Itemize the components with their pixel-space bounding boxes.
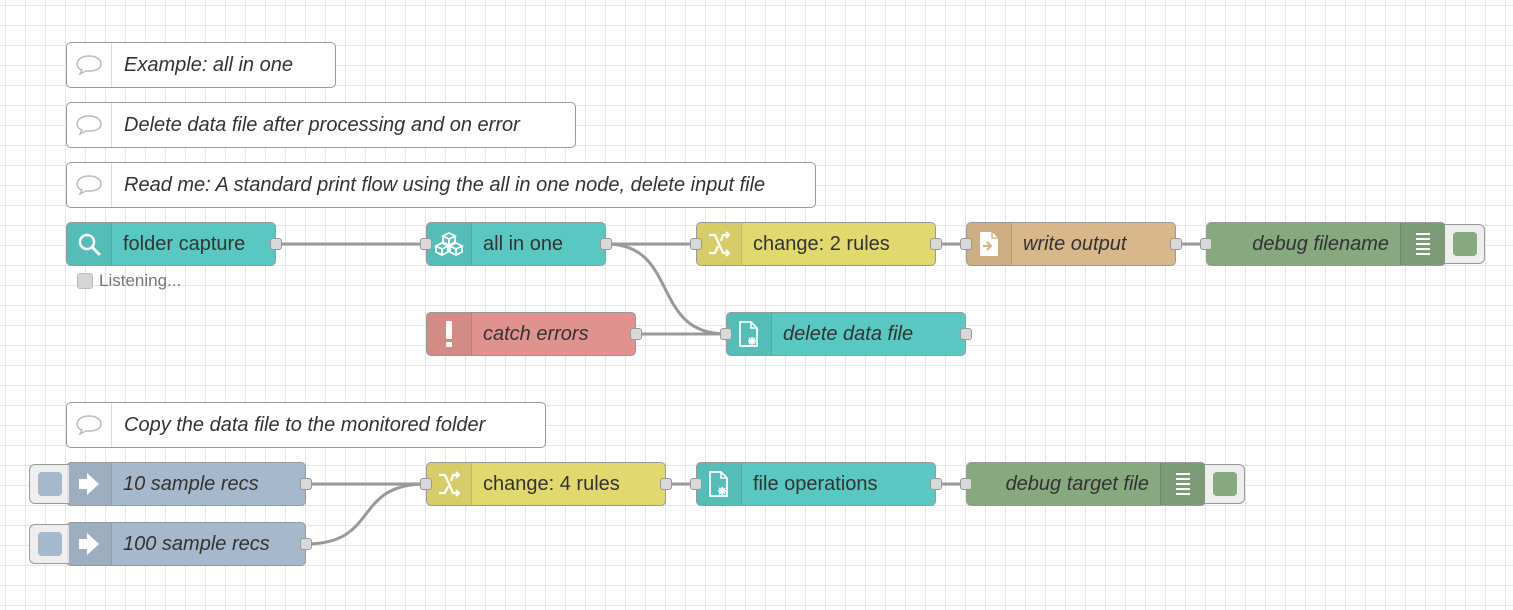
input-port[interactable] <box>690 238 702 250</box>
output-port[interactable] <box>630 328 642 340</box>
comment-label: Read me: A standard print flow using the… <box>124 173 766 196</box>
debug-toggle-button[interactable] <box>1205 464 1245 504</box>
comment-icon <box>67 43 112 87</box>
node-folder-capture[interactable]: folder capture <box>66 222 282 266</box>
node-100-sample-recs[interactable]: 100 sample recs <box>29 522 312 566</box>
comment-icon <box>67 403 112 447</box>
output-port[interactable] <box>270 238 282 250</box>
file-star-icon <box>697 463 742 505</box>
node-label: catch errors <box>483 322 589 345</box>
node-label: delete data file <box>783 322 914 345</box>
node-change-4-rules[interactable]: change: 4 rules <box>420 462 672 506</box>
input-port[interactable] <box>420 238 432 250</box>
output-port[interactable] <box>660 478 672 490</box>
input-port[interactable] <box>720 328 732 340</box>
input-port[interactable] <box>1200 238 1212 250</box>
inject-trigger <box>38 532 62 556</box>
node-label: folder capture <box>123 232 246 255</box>
node-catch-errors[interactable]: catch errors <box>426 312 642 356</box>
inject-button[interactable] <box>29 464 69 504</box>
shuffle-icon <box>697 223 742 265</box>
node-delete-data-file[interactable]: delete data file <box>720 312 972 356</box>
comment-example-all-in-one[interactable]: Example: all in one <box>66 42 336 88</box>
toggle-indicator <box>1453 232 1477 256</box>
node-label: file operations <box>753 472 878 495</box>
node-change-2-rules[interactable]: change: 2 rules <box>690 222 942 266</box>
input-port[interactable] <box>690 478 702 490</box>
node-debug-target-file[interactable]: debug target file <box>960 462 1245 506</box>
node-write-output[interactable]: write output <box>960 222 1182 266</box>
debug-list-icon <box>1160 463 1205 505</box>
output-port[interactable] <box>600 238 612 250</box>
node-label: all in one <box>483 232 564 255</box>
comment-label: Example: all in one <box>124 53 293 76</box>
cubes-icon <box>427 223 472 265</box>
output-port[interactable] <box>300 478 312 490</box>
comment-icon <box>67 103 112 147</box>
node-10-sample-recs[interactable]: 10 sample recs <box>29 462 312 506</box>
node-label: debug target file <box>1005 472 1149 495</box>
node-label: change: 2 rules <box>753 232 890 255</box>
node-all-in-one[interactable]: all in one <box>420 222 612 266</box>
debug-list-icon <box>1400 223 1445 265</box>
input-port[interactable] <box>960 478 972 490</box>
node-label: 100 sample recs <box>123 532 270 555</box>
status-indicator <box>77 273 93 289</box>
search-icon <box>67 223 112 265</box>
output-port[interactable] <box>960 328 972 340</box>
input-port[interactable] <box>960 238 972 250</box>
comment-icon <box>67 163 112 207</box>
comment-read-me[interactable]: Read me: A standard print flow using the… <box>66 162 816 208</box>
inject-arrow-icon <box>67 463 112 505</box>
comment-label: Delete data file after processing and on… <box>124 113 520 136</box>
status-text: Listening... <box>99 271 182 290</box>
node-label: change: 4 rules <box>483 472 620 495</box>
node-file-operations[interactable]: file operations <box>690 462 942 506</box>
output-port[interactable] <box>1170 238 1182 250</box>
comment-copy-data-file[interactable]: Copy the data file to the monitored fold… <box>66 402 546 448</box>
comment-label: Copy the data file to the monitored fold… <box>124 413 486 436</box>
shuffle-icon <box>427 463 472 505</box>
inject-trigger <box>38 472 62 496</box>
node-label: write output <box>1023 232 1127 255</box>
node-label: debug filename <box>1252 232 1389 255</box>
node-debug-filename[interactable]: debug filename <box>1200 222 1485 266</box>
wire-100-sample-to-change-4[interactable] <box>305 482 427 546</box>
debug-toggle-button[interactable] <box>1445 224 1485 264</box>
toggle-indicator <box>1213 472 1237 496</box>
exclamation-icon <box>427 313 472 355</box>
output-port[interactable] <box>930 238 942 250</box>
output-port[interactable] <box>930 478 942 490</box>
output-port[interactable] <box>300 538 312 550</box>
inject-arrow-icon <box>67 523 112 565</box>
file-star-icon <box>727 313 772 355</box>
comment-delete-data-file[interactable]: Delete data file after processing and on… <box>66 102 576 148</box>
node-status: Listening... <box>77 271 181 291</box>
inject-button[interactable] <box>29 524 69 564</box>
input-port[interactable] <box>420 478 432 490</box>
node-label: 10 sample recs <box>123 472 259 495</box>
file-out-icon <box>967 223 1012 265</box>
